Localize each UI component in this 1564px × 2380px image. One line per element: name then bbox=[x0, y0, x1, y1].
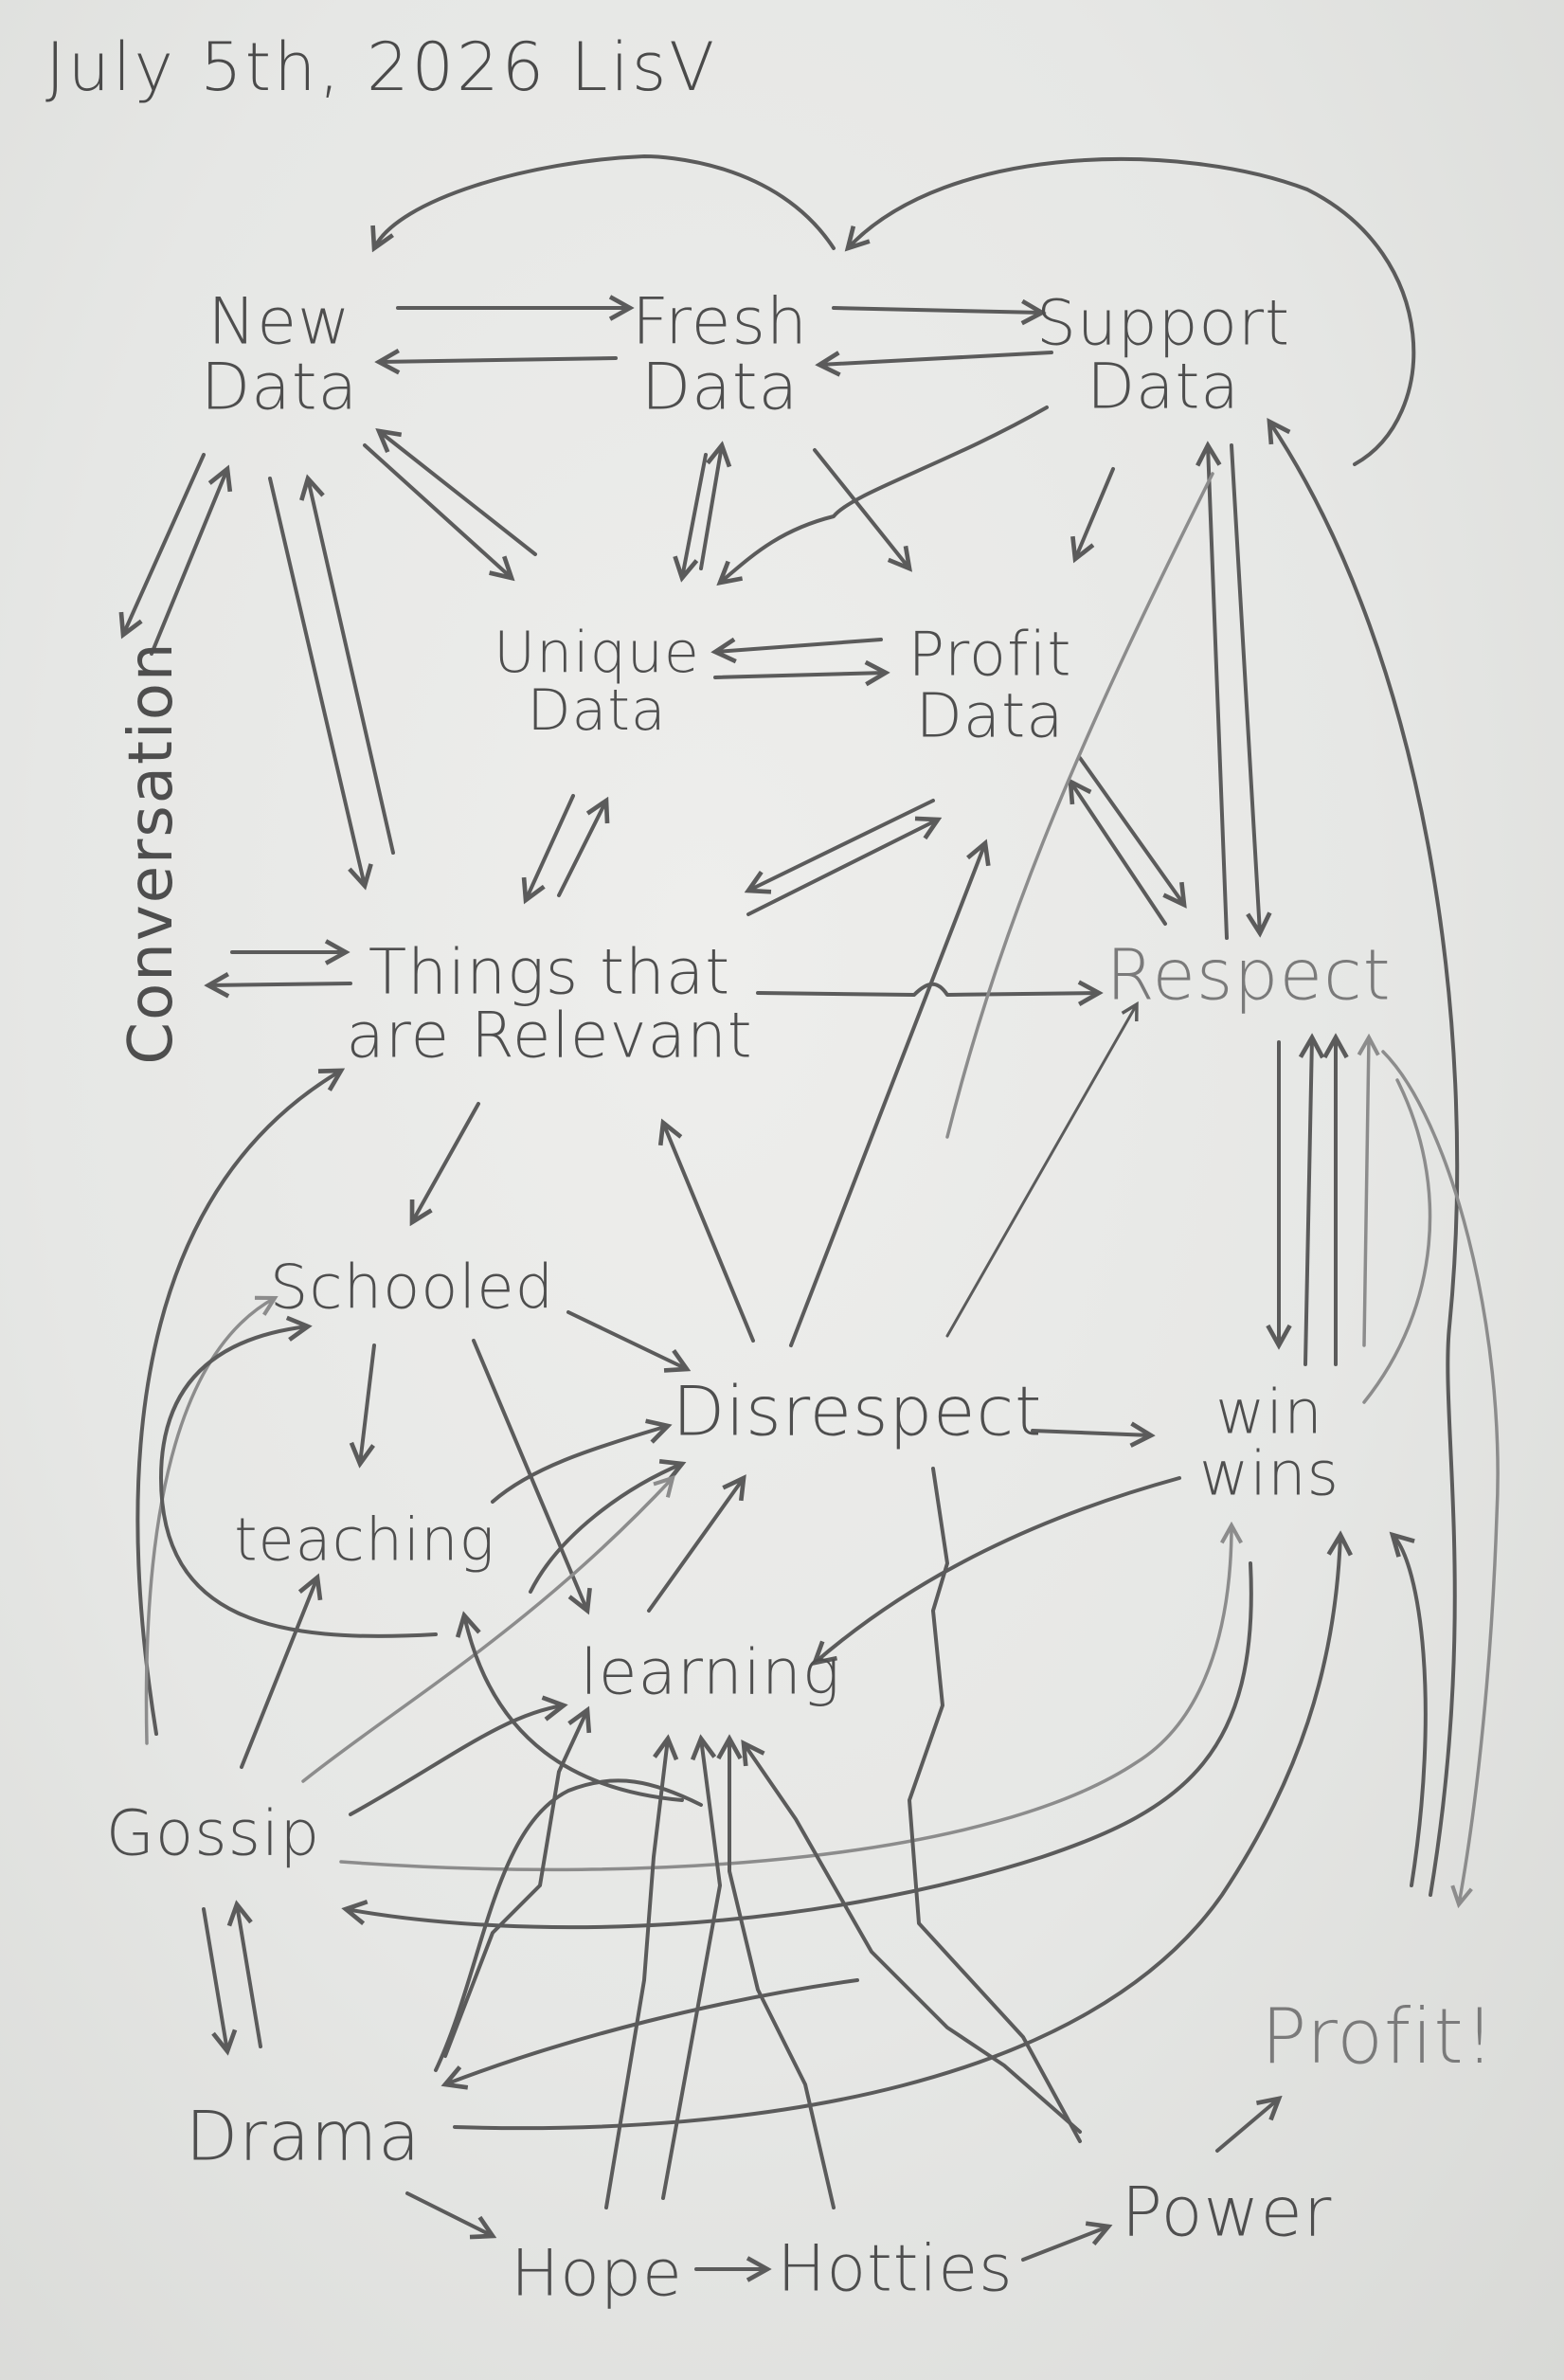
edge-profit-to-respect bbox=[1078, 756, 1184, 905]
node-hotties: Hotties bbox=[777, 2231, 1014, 2307]
node-fresh-data: Fresh Data bbox=[632, 284, 808, 425]
edge-gossip-to-drama bbox=[202, 1907, 227, 2051]
edge-support-to-fresh-arc bbox=[848, 157, 1416, 466]
edge-drama-to-gossip bbox=[237, 1904, 262, 2048]
edge-respect-to-support bbox=[1208, 445, 1229, 940]
node-support-data: Support Data bbox=[1036, 286, 1290, 424]
edge-unique-to-new bbox=[379, 431, 537, 556]
edge-disrespect-to-hotties-jag bbox=[908, 1467, 1082, 2143]
edge-disrespect-to-respect-thin bbox=[945, 1004, 1137, 1338]
edge-schooled-to-teaching bbox=[360, 1343, 376, 1464]
edge-support-to-unique bbox=[720, 406, 1049, 583]
edge-hotties-to-power bbox=[1021, 2227, 1108, 2262]
edge-hotties-to-learning bbox=[729, 1739, 836, 2209]
edge-fresh-to-new bbox=[379, 358, 618, 362]
edge-profit-to-unique bbox=[715, 640, 883, 652]
edge-hotties-to-drama bbox=[445, 1978, 859, 2084]
edge-profit-to-win-loop bbox=[1393, 1535, 1428, 1887]
edge-support-to-profit bbox=[1075, 467, 1115, 559]
node-power: Power bbox=[1121, 2172, 1333, 2252]
edge-hope-to-learning-1 bbox=[604, 1739, 668, 2209]
edge-support-to-respect bbox=[1230, 443, 1260, 933]
node-drama: Drama bbox=[185, 2096, 422, 2176]
edge-drama-to-win-arc bbox=[453, 1535, 1340, 2131]
edge-profit-to-support-loop bbox=[1269, 422, 1460, 1897]
edge-gossip-to-teaching bbox=[240, 1578, 317, 1769]
edge-teaching-to-schooled-loop bbox=[159, 1326, 438, 1638]
edge-things-to-new bbox=[308, 478, 395, 855]
edge-new-to-conversation bbox=[123, 453, 206, 635]
edge-win-to-respect-1 bbox=[1305, 1037, 1312, 1366]
edge-things-to-conversation bbox=[208, 983, 352, 985]
node-unique-data: Unique Data bbox=[494, 619, 700, 744]
edge-support-to-fresh bbox=[819, 351, 1053, 365]
edge-learning-to-disrespect-1 bbox=[529, 1464, 682, 1594]
edge-faint-diagonal bbox=[945, 472, 1214, 1139]
edge-win-to-gossip-arc bbox=[346, 1561, 1253, 1930]
date-signature: July 5th, 2026 LisV bbox=[45, 28, 718, 106]
edge-disrespect-to-win bbox=[1031, 1431, 1151, 1435]
edge-fresh-to-unique bbox=[682, 453, 708, 578]
node-hope: Hope bbox=[511, 2236, 683, 2312]
edge-win-to-learning bbox=[815, 1476, 1181, 1663]
edge-learning-to-disrespect-2 bbox=[647, 1478, 744, 1613]
edge-unique-to-profit bbox=[713, 673, 886, 677]
edge-unique-to-things bbox=[526, 794, 575, 900]
node-teaching: teaching bbox=[234, 1505, 495, 1575]
edge-conversation-to-new bbox=[150, 469, 227, 656]
edge-gossip-to-learning bbox=[349, 1705, 564, 1816]
edge-power-to-profit bbox=[1215, 2099, 1279, 2153]
edge-things-to-profit bbox=[746, 820, 938, 916]
edge-respect-side-loop bbox=[1381, 1050, 1500, 1904]
edge-gossip-to-things-arc bbox=[135, 1071, 341, 1736]
edge-loop-from-win bbox=[1362, 1078, 1432, 1404]
node-new-data: New Data bbox=[200, 284, 359, 425]
node-profit-data: Profit Data bbox=[908, 620, 1072, 752]
edge-gossip-to-schooled-arc bbox=[144, 1298, 275, 1745]
edge-disrespect-to-things bbox=[663, 1123, 755, 1343]
edge-drama-to-hope bbox=[405, 2191, 493, 2236]
node-schooled: Schooled bbox=[269, 1253, 555, 1324]
edge-gossip-to-disrespect bbox=[301, 1478, 673, 1783]
edge-profit-to-things bbox=[748, 799, 935, 891]
edge-things-to-unique bbox=[557, 801, 606, 897]
node-things-relevant: Things that are Relevant bbox=[346, 935, 753, 1073]
node-conversation: Conversation bbox=[117, 640, 187, 1065]
node-disrespect: Disrespect bbox=[672, 1371, 1043, 1451]
edge-learning-to-teaching bbox=[464, 1615, 684, 1802]
edge-respect-to-profit bbox=[1070, 782, 1167, 926]
edge-fresh-to-support bbox=[832, 308, 1042, 313]
edge-things-to-schooled bbox=[412, 1102, 480, 1222]
edge-fresh-to-new-arc bbox=[374, 154, 836, 248]
edge-hope-to-learning-2 bbox=[661, 1739, 722, 2200]
edge-drama-to-learning-jag bbox=[443, 1710, 587, 2058]
edge-new-to-unique bbox=[363, 443, 512, 578]
edge-win-to-respect-3 bbox=[1364, 1037, 1369, 1347]
edge-teaching-to-disrespect bbox=[491, 1426, 668, 1504]
node-respect: Respect bbox=[1106, 934, 1392, 1017]
edge-power-to-learning bbox=[744, 1743, 1082, 2134]
edge-gossip-to-win-arc bbox=[339, 1525, 1231, 1872]
edge-new-to-things bbox=[268, 477, 365, 886]
edge-schooled-to-disrespect bbox=[566, 1310, 687, 1369]
node-learning: learning bbox=[580, 1635, 841, 1709]
edge-drama-to-learning-loop bbox=[434, 1778, 703, 2072]
edge-disrespect-to-profit bbox=[789, 843, 985, 1347]
edge-unique-to-fresh bbox=[699, 445, 722, 570]
node-win-wins: win wins bbox=[1198, 1378, 1340, 1510]
node-profit: Profit! bbox=[1261, 1992, 1496, 2082]
node-gossip: Gossip bbox=[105, 1796, 321, 1870]
edge-fresh-to-profit bbox=[813, 448, 909, 568]
